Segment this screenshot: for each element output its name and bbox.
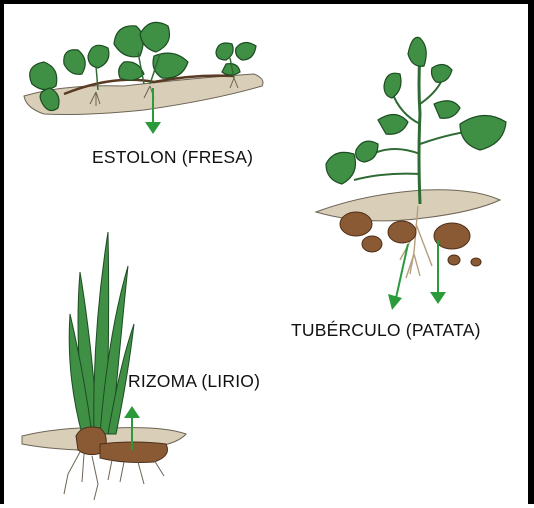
tuber-leaves <box>326 37 506 184</box>
rhizome-label: RIZOMA (LIRIO) <box>128 371 260 392</box>
tuber-growth-arrow-left <box>388 244 408 310</box>
tuber-main-stem <box>419 54 420 204</box>
potato-tuber-illustration <box>316 37 506 310</box>
vegetative-propagation-illustration <box>4 4 534 508</box>
stolon-daughter-leaves <box>216 42 256 75</box>
stolon-label: ESTOLON (FRESA) <box>92 147 253 168</box>
strawberry-stolon-illustration <box>24 22 263 134</box>
tuber-growth-arrow-right <box>430 240 446 304</box>
tuber-potatoes <box>340 212 481 266</box>
rhizome-leaves <box>69 232 134 434</box>
tuber-label: TUBÉRCULO (PATATA) <box>291 320 481 341</box>
stolon-main-plant-leaves <box>114 22 188 80</box>
iris-rhizome-illustration <box>22 232 186 500</box>
